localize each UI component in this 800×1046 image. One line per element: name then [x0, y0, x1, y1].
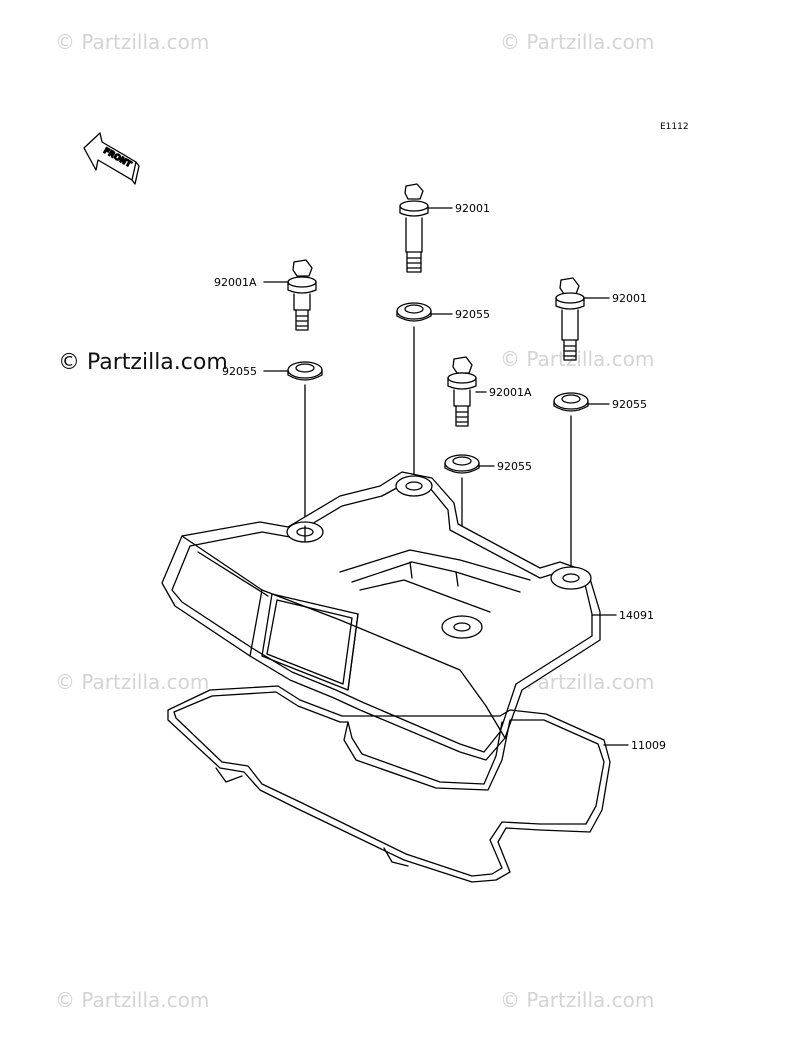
callout-92055-right: 92055	[612, 398, 647, 411]
washer-92055-right	[553, 392, 589, 412]
callout-92001-top: 92001	[455, 202, 490, 215]
callout-92055-top: 92055	[455, 308, 490, 321]
leader-lines	[263, 207, 629, 746]
watermark: © Partzilla.com	[55, 988, 210, 1012]
washer-92055-top	[396, 302, 432, 322]
callout-92001a-left: 92001A	[214, 276, 257, 289]
bolt-92001-right	[555, 277, 585, 361]
callout-92001a-mid: 92001A	[489, 386, 532, 399]
figure-code: E1112	[660, 122, 689, 132]
bolt-92001-top	[399, 183, 429, 273]
cylinder-head-cover	[161, 471, 601, 761]
watermark: © Partzilla.com	[500, 30, 655, 54]
callout-14091: 14091	[619, 609, 654, 622]
watermark: © Partzilla.com	[500, 347, 655, 371]
bolt-92001a-mid	[447, 356, 477, 427]
gasket	[167, 685, 611, 883]
callout-92055-left: 92055	[222, 365, 257, 378]
washer-92055-mid	[444, 454, 480, 474]
watermark: © Partzilla.com	[55, 670, 210, 694]
front-arrow-icon: FRONT	[83, 132, 140, 185]
callout-92055-mid: 92055	[497, 460, 532, 473]
watermark: © Partzilla.com	[500, 988, 655, 1012]
callout-11009: 11009	[631, 739, 666, 752]
washer-92055-left	[287, 361, 323, 381]
watermark: © Partzilla.com	[55, 30, 210, 54]
watermark-main: © Partzilla.com	[58, 350, 228, 375]
bolt-92001a-left	[287, 259, 317, 331]
callout-92001-right: 92001	[612, 292, 647, 305]
